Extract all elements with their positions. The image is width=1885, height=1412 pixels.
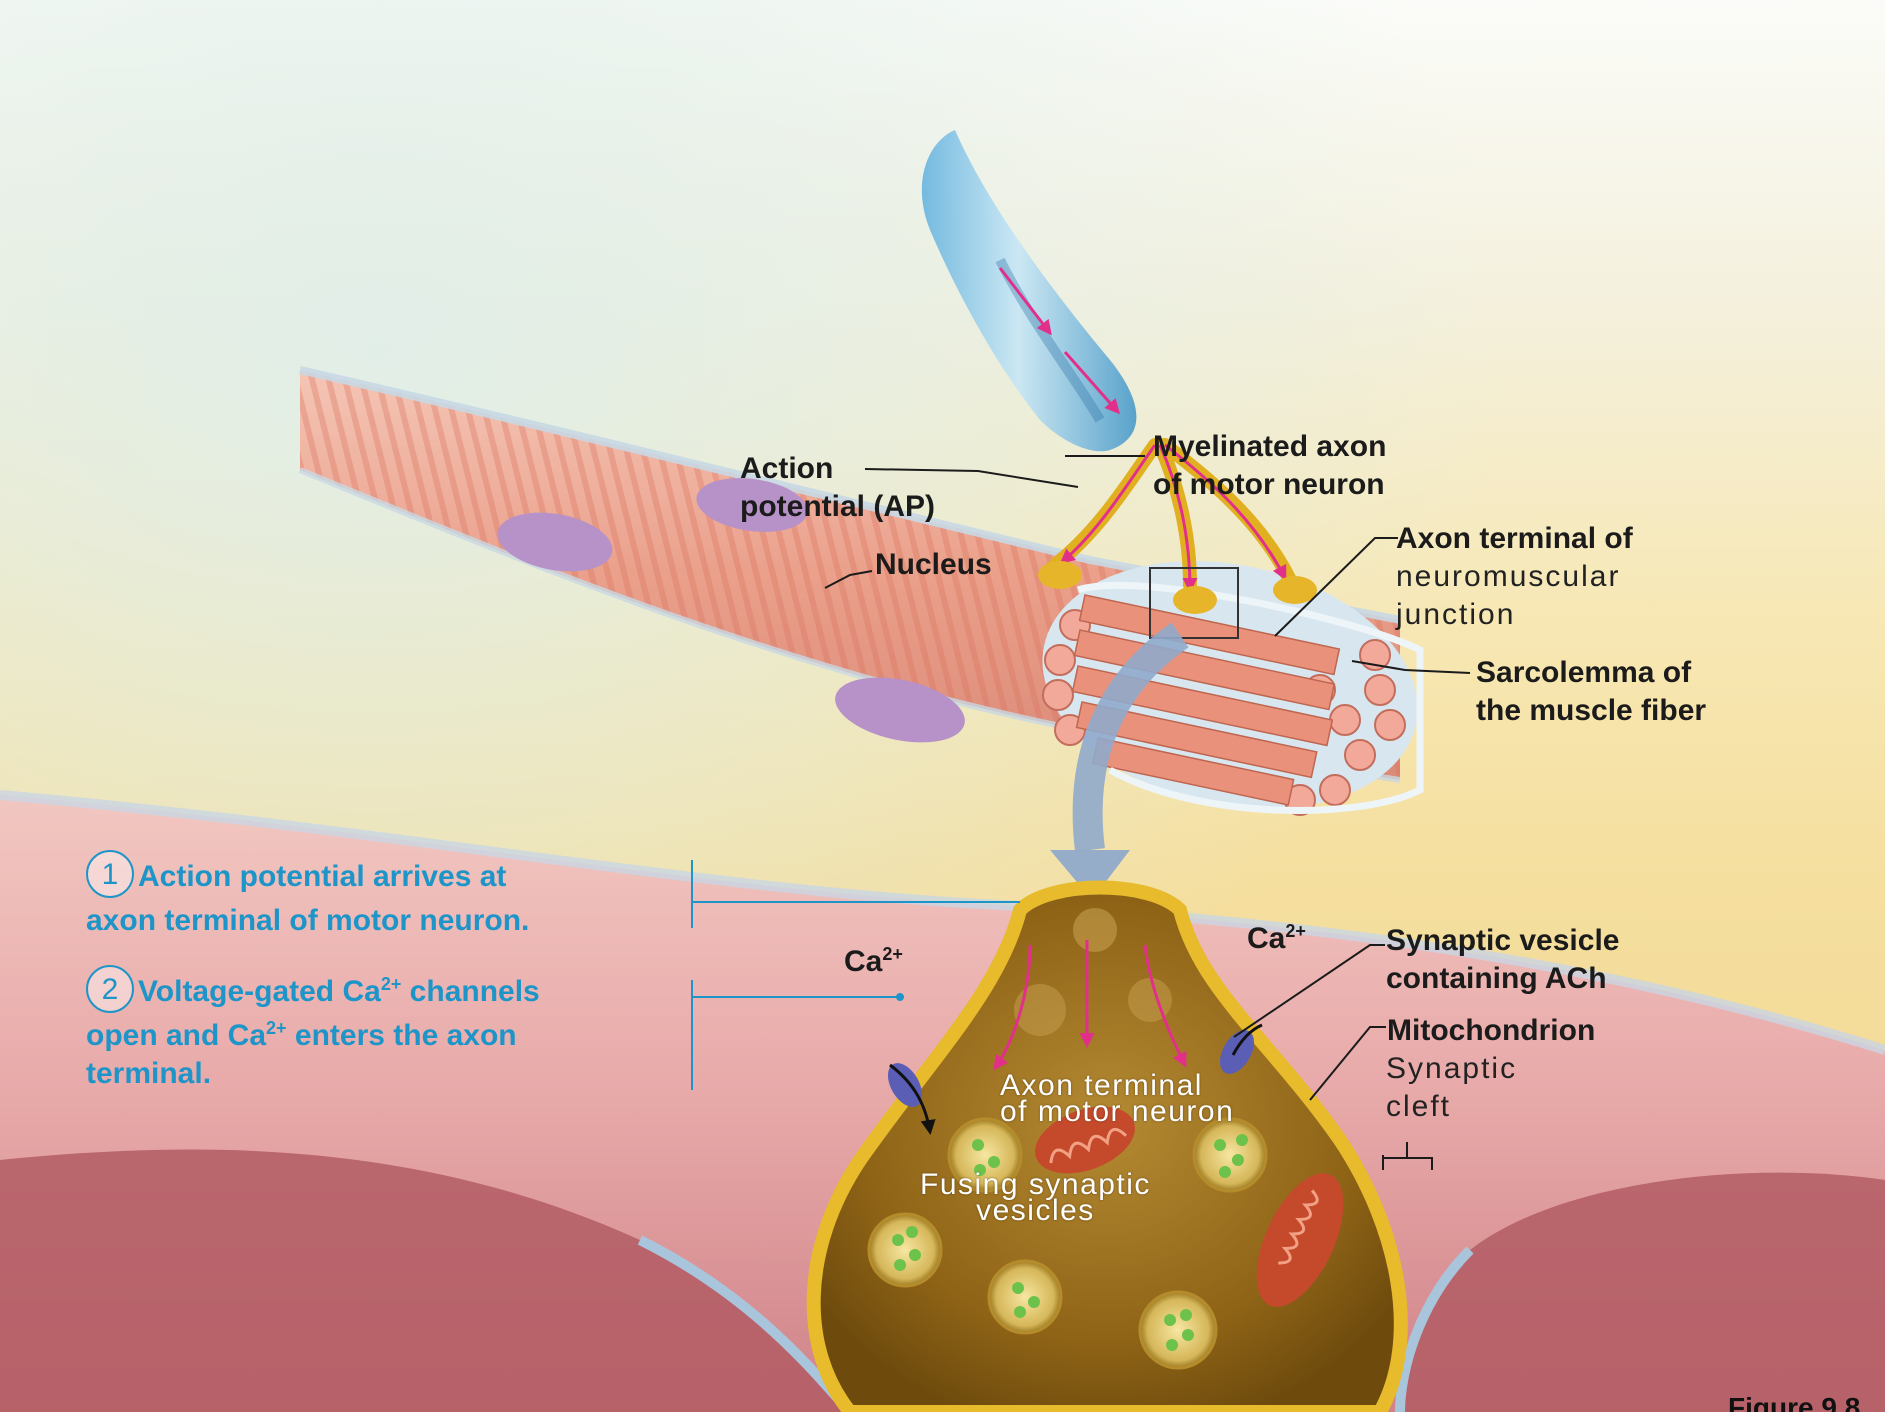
step-1-line-2: axon terminal of motor neuron. bbox=[86, 902, 529, 940]
label-sarcolemma: Sarcolemma of the muscle fiber bbox=[1476, 654, 1706, 730]
figure-number: Figure 9.8 bbox=[1728, 1392, 1860, 1412]
step-text: Voltage-gated Ca bbox=[138, 975, 381, 1008]
label-line: junction bbox=[1396, 596, 1633, 634]
label-ca-right: Ca2+ bbox=[1247, 920, 1306, 958]
label-line: cleft bbox=[1386, 1088, 1517, 1126]
label-action-potential: Action potential (AP) bbox=[740, 450, 935, 526]
step-2-line-2: open and Ca2+ enters the axon bbox=[86, 1017, 540, 1055]
label-myelinated-axon: Myelinated axon of motor neuron bbox=[1153, 428, 1386, 504]
label-line: neuromuscular bbox=[1396, 558, 1633, 596]
step-1-number: 1 bbox=[86, 850, 134, 898]
label-line: of motor neuron bbox=[1000, 1099, 1234, 1125]
label-line: the muscle fiber bbox=[1476, 692, 1706, 730]
superscript: 2+ bbox=[381, 974, 402, 994]
label-line: Synaptic vesicle bbox=[1386, 922, 1619, 960]
label-line: Action bbox=[740, 450, 935, 488]
step-2-line-3: terminal. bbox=[86, 1055, 540, 1093]
label-line: vesicles bbox=[920, 1198, 1151, 1224]
label-axon-terminal-motor: Axon terminal of motor neuron bbox=[1000, 1073, 1234, 1125]
step-text: channels bbox=[401, 975, 539, 1008]
label-line: Sarcolemma of bbox=[1476, 654, 1706, 692]
ca-superscript: 2+ bbox=[882, 944, 903, 964]
ca-text: Ca bbox=[844, 945, 882, 978]
label-axon-terminal-nmj: Axon terminal of neuromuscular junction bbox=[1396, 520, 1633, 634]
label-synaptic-cleft: Synaptic cleft bbox=[1386, 1050, 1517, 1126]
ca-text: Ca bbox=[1247, 922, 1285, 955]
step-2-number: 2 bbox=[86, 965, 134, 1013]
label-nucleus: Nucleus bbox=[875, 546, 992, 584]
step-text: Action potential arrives at bbox=[138, 860, 506, 893]
label-fusing-vesicles: Fusing synaptic vesicles bbox=[920, 1172, 1151, 1224]
label-line: containing ACh bbox=[1386, 960, 1619, 998]
step-text: enters the axon bbox=[287, 1019, 517, 1052]
ca-superscript: 2+ bbox=[1285, 921, 1306, 941]
label-line: Axon terminal of bbox=[1396, 520, 1633, 558]
label-line: Synaptic bbox=[1386, 1050, 1517, 1088]
superscript: 2+ bbox=[266, 1018, 287, 1038]
label-line: of motor neuron bbox=[1153, 466, 1386, 504]
label-line: Myelinated axon bbox=[1153, 428, 1386, 466]
label-ca-left: Ca2+ bbox=[844, 943, 903, 981]
label-synaptic-vesicle: Synaptic vesicle containing ACh bbox=[1386, 922, 1619, 998]
step-text: open and Ca bbox=[86, 1019, 266, 1052]
label-line: potential (AP) bbox=[740, 488, 935, 526]
label-mitochondrion: Mitochondrion bbox=[1387, 1012, 1595, 1050]
